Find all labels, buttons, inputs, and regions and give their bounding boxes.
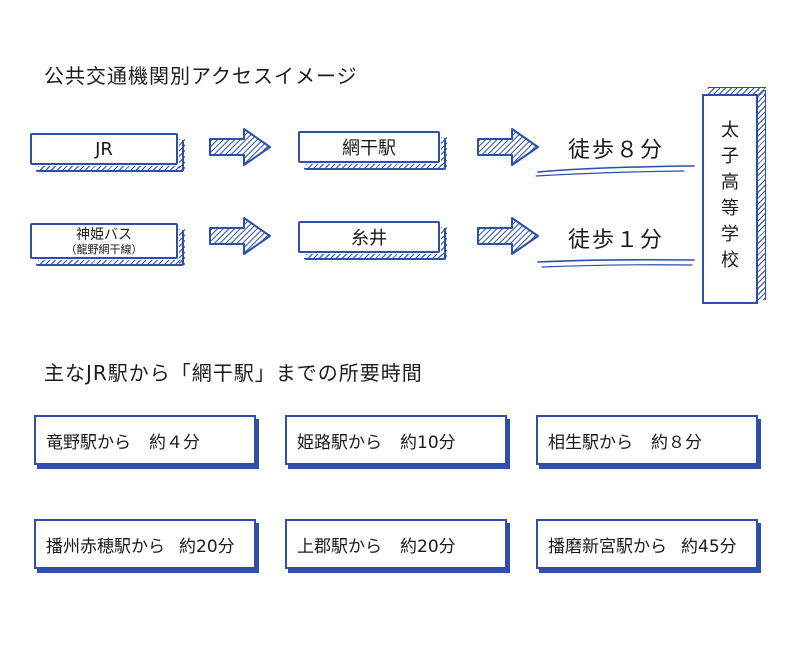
travel-time-card: 播磨新宮駅から 約45分 bbox=[536, 519, 758, 569]
travel-time-card: 姫路駅から 約10分 bbox=[285, 415, 507, 465]
station-name: 相生駅から bbox=[548, 432, 633, 453]
walk-underline bbox=[535, 165, 695, 177]
travel-time: 約45分 bbox=[681, 536, 737, 557]
arrow-right-icon bbox=[477, 217, 539, 255]
route-box-aboshi-station: 網干駅 bbox=[298, 131, 447, 170]
travel-time: 約10分 bbox=[400, 432, 456, 453]
travel-time-card: 竜野駅から 約４分 bbox=[34, 415, 256, 465]
route-box-itoi: 糸井 bbox=[298, 221, 447, 260]
access-heading: 公共交通機関別アクセスイメージ bbox=[44, 64, 358, 88]
travel-time-card: 上郡駅から 約20分 bbox=[285, 519, 507, 569]
route-label-jr: JR bbox=[95, 138, 113, 160]
station-name: 上郡駅から bbox=[297, 536, 382, 557]
route-label-aboshi: 網干駅 bbox=[342, 138, 396, 159]
travel-time: 約20分 bbox=[400, 536, 456, 557]
school-box: 太子高等学校 bbox=[702, 87, 766, 304]
travel-time: 約４分 bbox=[149, 432, 200, 453]
station-name: 竜野駅から bbox=[46, 432, 131, 453]
route-box-jr: JR bbox=[30, 133, 185, 172]
walk-time-itoi: 徒歩１分 bbox=[568, 228, 665, 253]
travel-time-card: 播州赤穂駅から 約20分 bbox=[34, 519, 256, 569]
route-label-bus-line: （龍野網干線） bbox=[65, 242, 143, 256]
station-name: 播磨新宮駅から bbox=[548, 536, 667, 557]
school-name: 太子高等学校 bbox=[718, 120, 739, 276]
travel-time: 約20分 bbox=[179, 536, 235, 557]
walk-underline bbox=[537, 258, 695, 268]
route-box-shinki-bus: 神姫バス （龍野網干線） bbox=[30, 223, 185, 266]
arrow-right-icon bbox=[477, 128, 539, 166]
travel-time-card: 相生駅から 約８分 bbox=[536, 415, 758, 465]
route-label-bus: 神姫バス bbox=[76, 226, 132, 243]
station-name: 播州赤穂駅から bbox=[46, 536, 165, 557]
arrow-right-icon bbox=[209, 128, 271, 166]
walk-time-aboshi: 徒歩８分 bbox=[568, 138, 665, 163]
route-label-itoi: 糸井 bbox=[351, 228, 387, 249]
travel-time: 約８分 bbox=[651, 432, 702, 453]
travel-times-heading: 主なJR駅から「網干駅」までの所要時間 bbox=[44, 361, 423, 385]
station-name: 姫路駅から bbox=[297, 432, 382, 453]
arrow-right-icon bbox=[209, 217, 271, 255]
